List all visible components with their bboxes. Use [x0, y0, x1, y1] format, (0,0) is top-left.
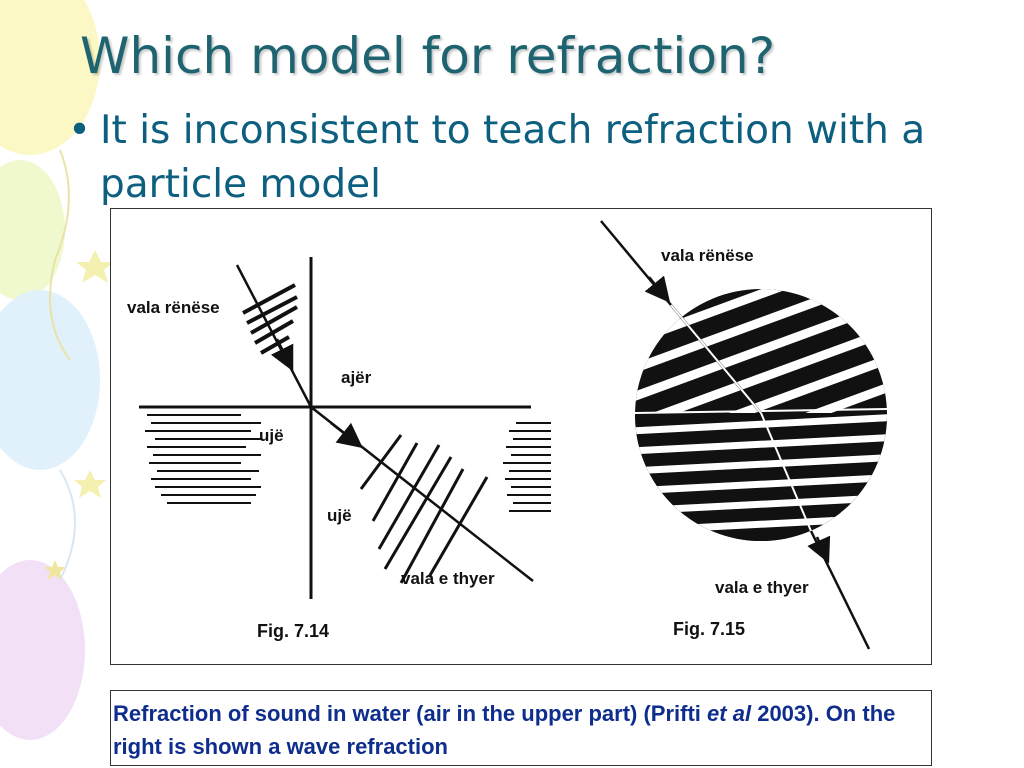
incident-ray-inside [670, 304, 762, 414]
caption-part1: Refraction of sound in water (air in the… [113, 701, 708, 726]
air-label: ajër [341, 368, 372, 387]
slide-title: Which model for refraction? [80, 27, 776, 85]
star-shape [74, 470, 106, 498]
star-shape [44, 560, 66, 580]
water-hatch-left [145, 414, 261, 504]
refracted-arrow-right [807, 535, 831, 564]
refracted-ray-right [809, 530, 871, 650]
bullet-text: It is inconsistent to teach refraction w… [100, 108, 926, 207]
refraction-figure: vala rënëse ajër ujë ujë vala e thyer Fi… [110, 208, 932, 665]
balloon-string [59, 469, 76, 581]
refracted-label-right: vala e thyer [715, 578, 809, 597]
incident-arrow-right [644, 275, 671, 303]
incident-wavefronts [242, 283, 298, 355]
refracted-label-left: vala e thyer [401, 569, 495, 588]
fig-label-right: Fig. 7.15 [673, 619, 745, 639]
left-diagram: vala rënëse ajër ujë ujë vala e thyer Fi… [127, 257, 551, 641]
incident-label-left: vala rënëse [127, 298, 220, 317]
star-shape [76, 250, 114, 283]
bullet-icon: • [68, 108, 92, 153]
refracted-ray-inside [760, 412, 812, 532]
right-diagram: vala rënëse vala e thyer Fig. 7.15 [600, 220, 888, 650]
incident-ray [235, 264, 313, 408]
incident-label-right: vala rënëse [661, 246, 754, 265]
interface-line [634, 408, 888, 414]
figure-caption: Refraction of sound in water (air in the… [110, 690, 932, 766]
refracted-wavefronts [359, 434, 489, 584]
caption-part2: 2003). On the right is shown a wave refr… [113, 701, 896, 759]
yellow-balloon [0, 0, 100, 155]
caption-et: et [707, 701, 727, 726]
refraction-diagrams: vala rënëse ajër ujë ujë vala e thyer Fi… [127, 220, 888, 650]
bullet-item: • It is inconsistent to teach refraction… [68, 104, 968, 212]
purple-balloon [0, 560, 85, 740]
green-balloon [0, 160, 65, 300]
fig-label-left: Fig. 7.14 [257, 621, 329, 641]
water-label-2: ujë [327, 506, 352, 525]
balloon-string [49, 149, 71, 361]
refracted-arrow [330, 422, 363, 449]
caption-al: al [732, 701, 752, 726]
blue-balloon [0, 290, 100, 470]
water-hatch-right [503, 422, 551, 512]
water-label-1: ujë [259, 426, 284, 445]
